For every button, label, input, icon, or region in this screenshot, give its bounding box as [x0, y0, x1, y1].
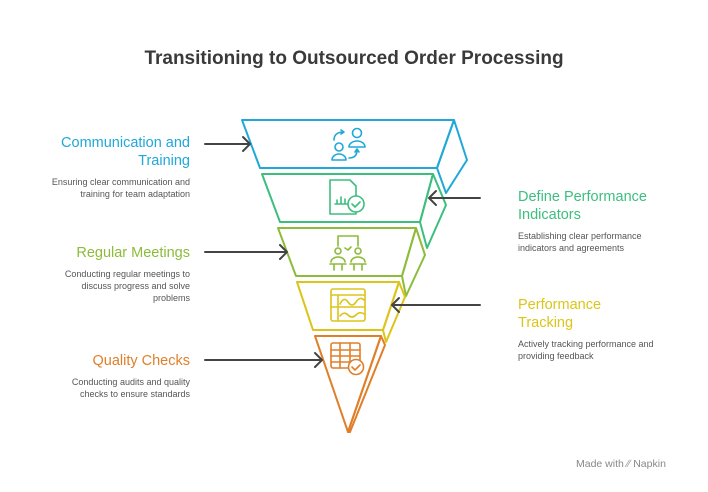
- label-title: Communication and Training: [61, 135, 190, 169]
- label-description: Ensuring clear communication and trainin…: [51, 177, 190, 199]
- arrow-quality-checks: [204, 352, 323, 368]
- arrow-performance-tracking: [391, 297, 481, 313]
- people-exchange-icon: [331, 127, 366, 161]
- label-title: Regular Meetings: [76, 245, 190, 261]
- page-title: Transitioning to Outsourced Order Proces…: [144, 48, 564, 69]
- label-description: Actively tracking performance and provid…: [518, 339, 654, 361]
- napkin-brand: Napkin: [633, 458, 666, 470]
- funnel-layer-regular-meetings: [277, 227, 426, 297]
- label-quality-checks: Quality Checks Conducting audits and qua…: [0, 352, 190, 400]
- funnel-layer-performance-tracking: [296, 281, 406, 343]
- label-performance-tracking: Performance Tracking Actively tracking p…: [518, 296, 688, 362]
- arrow-regular-meetings: [204, 244, 288, 260]
- label-title: Define Performance Indicators: [518, 189, 647, 223]
- label-communication: Communication and Training Ensuring clea…: [0, 134, 190, 200]
- label-title: Performance Tracking: [518, 297, 602, 331]
- made-with-text: Made with: [576, 458, 624, 470]
- document-chart-check-icon: [329, 179, 365, 215]
- funnel-layer-performance-indicators: [261, 173, 447, 249]
- label-performance-indicators: Define Performance Indicators Establishi…: [518, 188, 688, 254]
- dashboard-chart-icon: [330, 288, 366, 322]
- label-title: Quality Checks: [92, 353, 190, 369]
- napkin-logo-icon: ∕∕: [626, 458, 631, 470]
- label-description: Conducting regular meetings to discuss p…: [64, 269, 190, 303]
- table-check-icon: [330, 342, 365, 376]
- funnel-layer-quality-checks: [314, 335, 386, 433]
- label-description: Conducting audits and quality checks to …: [71, 377, 190, 399]
- label-regular-meetings: Regular Meetings Conducting regular meet…: [0, 244, 190, 304]
- arrow-communication: [204, 136, 251, 152]
- label-description: Establishing clear performance indicator…: [518, 231, 642, 253]
- meeting-icon: [329, 235, 367, 271]
- arrow-performance-indicators: [428, 190, 481, 206]
- funnel-layer-communication: [241, 119, 468, 194]
- made-with-napkin[interactable]: Made with ∕∕ Napkin: [576, 458, 666, 470]
